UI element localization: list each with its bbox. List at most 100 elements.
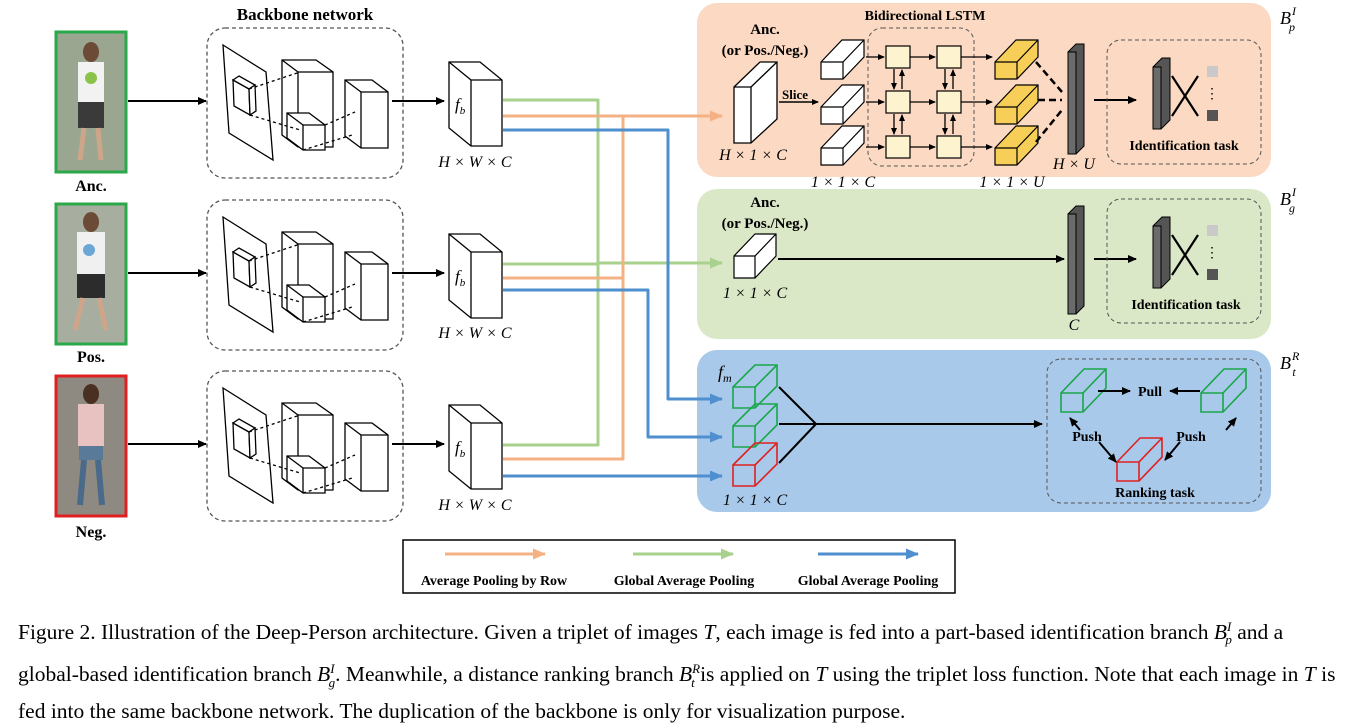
architecture-diagram: Anc. Pos. Neg. Backbone network <box>54 3 1300 594</box>
lstm-to-concat <box>1035 61 1063 143</box>
fb-1-name: f <box>455 95 462 114</box>
global-branch-sub: g <box>1289 201 1295 215</box>
orange-pool-path-3 <box>503 278 625 461</box>
part-task-connections <box>1171 75 1199 117</box>
anchor-image <box>54 30 128 174</box>
lstm-cells <box>885 45 962 159</box>
part-task-dots: ⋮ <box>1205 87 1219 102</box>
ranking-branch-sub: t <box>1292 365 1296 379</box>
fb-2-dims: H × W × C <box>437 325 511 342</box>
lstm-output-dims: 1 × 1 × U <box>979 174 1046 191</box>
part-branch-sup: I <box>1291 4 1297 18</box>
push-right-label: Push <box>1176 430 1206 445</box>
positive-label: Pos. <box>77 349 105 366</box>
orange-pool-path-2 <box>503 116 625 280</box>
green-pool-path-3 <box>503 264 600 447</box>
pull-label: Pull <box>1138 385 1162 400</box>
ranking-task-group <box>1046 358 1262 504</box>
global-branch-sup: I <box>1291 185 1297 199</box>
fb-3-name: f <box>455 438 462 457</box>
fb-3-sub: b <box>460 448 466 460</box>
backbone-1 <box>206 27 404 179</box>
svg-text:fb: fb <box>455 95 466 117</box>
ranking-task-label: Ranking task <box>1115 486 1195 501</box>
fm-name: f <box>718 362 726 382</box>
part-anchor-label: Anc. <box>750 22 780 38</box>
part-task-output-bottom <box>1207 110 1218 121</box>
negative-image <box>54 374 128 518</box>
part-concat-layer <box>1067 43 1085 155</box>
triplet-cubes <box>1060 368 1247 482</box>
negative-label: Neg. <box>76 524 107 541</box>
caption-bp: B <box>1213 620 1227 645</box>
caption-prefix: Figure 2. Illustration of the Deep-Perso… <box>18 620 699 645</box>
fb-2-name: f <box>455 267 462 286</box>
svg-text:fb: fb <box>455 438 466 460</box>
part-task-output-top <box>1207 66 1218 77</box>
anchor-label: Anc. <box>75 178 107 195</box>
part-anchor-sub: (or Pos./Neg.) <box>722 43 809 59</box>
svg-text:fb: fb <box>455 267 466 289</box>
backbone-2 <box>206 199 404 351</box>
svg-text:fm: fm <box>718 362 732 385</box>
fm-sub: m <box>723 371 732 385</box>
legend-blue-label: Global Average Pooling <box>798 574 939 589</box>
lstm-title: Bidirectional LSTM <box>865 9 986 24</box>
part-input-dims: H × 1 × C <box>718 147 787 164</box>
global-fc-dims: C <box>1069 317 1080 334</box>
caption-part1: , each image is fed into a part-based id… <box>715 620 1209 645</box>
global-task-output-bottom <box>1207 269 1218 280</box>
push-arrow-right-up <box>1225 417 1237 431</box>
lstm-outputs <box>994 39 1039 166</box>
ranking-feature-cubes <box>732 364 778 487</box>
fb-2-sub: b <box>460 277 466 289</box>
global-task-dots: ⋮ <box>1205 246 1219 261</box>
global-task-label: Identification task <box>1131 298 1241 313</box>
caption-t1: T <box>703 620 716 645</box>
push-arrow-left-up <box>1069 417 1081 431</box>
caption-bp-sub: p <box>1225 632 1232 648</box>
part-task-fc <box>1152 57 1171 130</box>
caption-part4: is applied on <box>700 662 810 687</box>
blue-pool-path-1 <box>503 128 723 405</box>
ranking-branch-letter: B <box>1280 353 1291 373</box>
fb-1-dims: H × W × C <box>437 154 511 171</box>
part-branch-letter: B <box>1280 8 1291 28</box>
lstm-connections <box>866 54 993 150</box>
caption-bg-sub: g <box>328 674 336 690</box>
global-anchor-label: Anc. <box>750 195 780 211</box>
legend-box <box>402 539 956 594</box>
legend-green-label: Global Average Pooling <box>614 574 755 589</box>
ranking-branch-sup: R <box>1291 349 1300 363</box>
caption-bt-sub: t <box>691 674 695 690</box>
part-task-group <box>1106 39 1262 165</box>
global-task-group <box>1106 198 1262 324</box>
global-branch-panel <box>697 189 1271 339</box>
caption-t2: T <box>815 662 828 687</box>
global-fc-layer <box>1067 205 1085 315</box>
caption-t3: T <box>1303 662 1316 687</box>
ranking-input-dims: 1 × 1 × C <box>723 492 788 509</box>
caption-bt: B <box>678 662 693 687</box>
figure-caption: Figure 2. Illustration of the Deep-Perso… <box>18 612 1340 726</box>
global-task-connections <box>1171 234 1199 276</box>
legend-orange-label: Average Pooling by Row <box>421 574 568 589</box>
ranking-merge-lines <box>778 386 817 464</box>
caption-part5: using the triplet loss function. Note th… <box>832 662 1299 687</box>
feature-map-fb-1 <box>448 61 503 147</box>
caption-part2: and a global-based identification branch <box>18 620 1284 687</box>
blue-pool-path-2 <box>503 288 723 443</box>
lstm-group <box>867 27 975 167</box>
push-left-label: Push <box>1072 430 1102 445</box>
caption-bg: B <box>317 662 331 687</box>
global-input-feature <box>733 233 777 279</box>
global-input-dims: 1 × 1 × C <box>723 285 788 302</box>
caption-part3: . Meanwhile, a distance ranking branch <box>335 662 674 687</box>
part-concat-dims: H × U <box>1052 156 1096 173</box>
global-branch-letter: B <box>1280 189 1291 209</box>
fb-1-sub: b <box>460 105 466 117</box>
feature-map-fb-3 <box>448 404 503 490</box>
slice-label: Slice <box>782 87 808 102</box>
push-arrow-left-down <box>1098 441 1117 463</box>
